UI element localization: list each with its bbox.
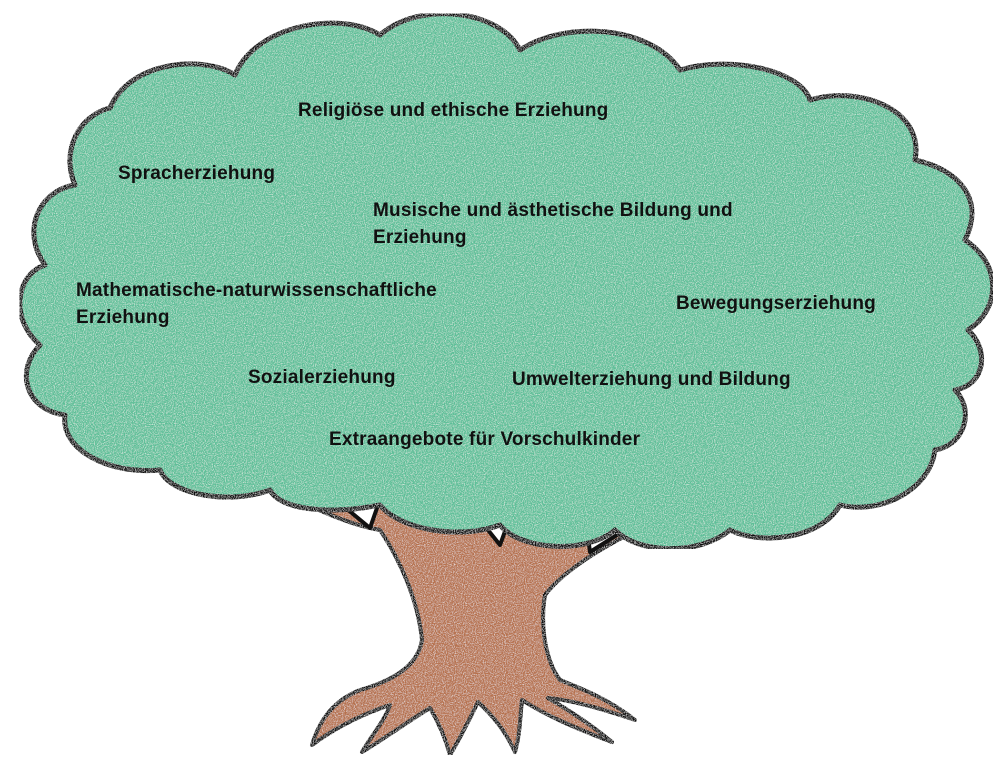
- topic-music-line1: Musische und ästhetische Bildung und: [373, 200, 733, 221]
- topic-social: Sozialerziehung: [248, 367, 396, 388]
- topic-math-line1: Mathematische-naturwissenschaftliche: [76, 280, 437, 301]
- topic-language: Spracherziehung: [118, 163, 276, 184]
- topic-movement: Bewegungserziehung: [676, 293, 876, 314]
- topic-environment: Umwelterziehung und Bildung: [512, 369, 791, 390]
- tree-crown: [17, 11, 996, 552]
- topic-preschool: Extraangebote für Vorschulkinder: [329, 429, 641, 450]
- topic-math-line2: Erziehung: [76, 307, 170, 328]
- topic-music-line2: Erziehung: [373, 227, 467, 248]
- topic-religion: Religiöse und ethische Erziehung: [298, 100, 609, 121]
